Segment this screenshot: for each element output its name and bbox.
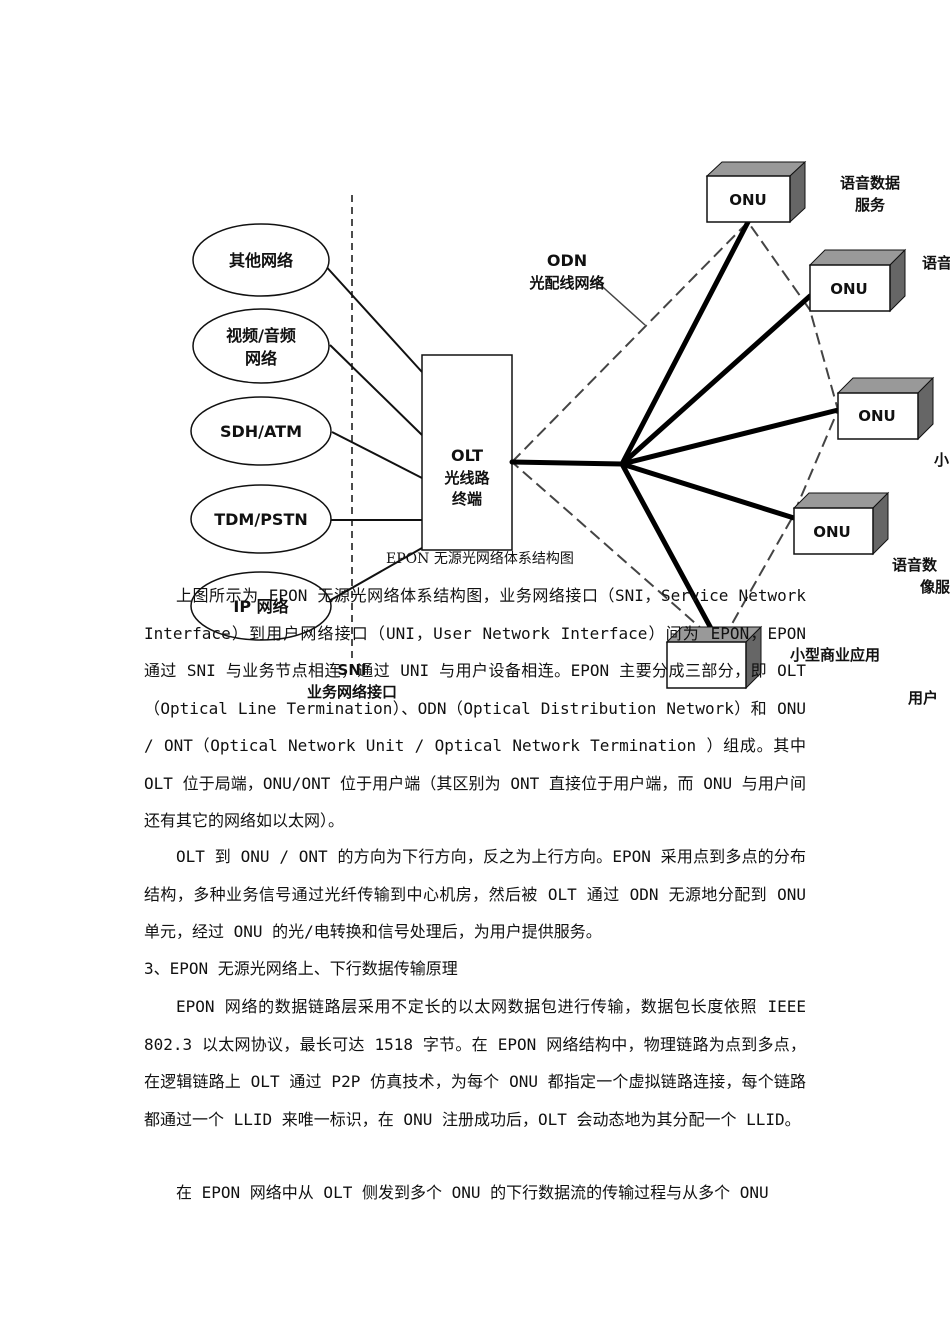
olt-label: OLT xyxy=(451,446,483,465)
service-network-interface-label: 业务网络接口 xyxy=(307,683,397,701)
video-audio-node xyxy=(192,308,330,384)
onu-1-label: ONU xyxy=(729,191,767,209)
other-network-node xyxy=(192,223,330,297)
onu-3-label: ONU xyxy=(858,407,896,425)
voice-label: 语音 xyxy=(922,254,950,272)
olt-box xyxy=(421,354,513,551)
voice-data-label: 语音数据 xyxy=(840,174,900,192)
paragraph-3: EPON 网络的数据链路层采用不定长的以太网数据包进行传输，数据包长度依照 IE… xyxy=(144,997,806,1129)
onu-5 xyxy=(665,625,763,690)
paragraph-4: 在 EPON 网络中从 OLT 侧发到多个 ONU 的下行数据流的传输过程与从多… xyxy=(176,1183,769,1202)
network-links xyxy=(321,261,423,606)
paragraph-2: OLT 到 ONU / ONT 的方向为下行方向，反之为上行方向。EPON 采用… xyxy=(144,847,806,941)
video-audio-label-2: 网络 xyxy=(245,349,277,368)
onu-1: ONU xyxy=(705,160,807,224)
ip-network-node xyxy=(190,571,332,641)
olt-label-2: 光线路 xyxy=(443,469,490,487)
image-service-label: 像服 xyxy=(920,578,950,596)
onu-2-label: ONU xyxy=(830,280,868,298)
onu-4-label: ONU xyxy=(813,523,851,541)
sni-label: SNI xyxy=(338,661,367,679)
ip-network-label: IP 网络 xyxy=(233,597,288,616)
voice-image-label: 语音数 xyxy=(892,556,938,574)
odn-label-2: 光配线网络 xyxy=(528,274,604,292)
service-label: 服务 xyxy=(855,196,886,214)
sdh-atm-node xyxy=(190,396,332,466)
video-audio-label: 视频/音频 xyxy=(226,326,296,345)
small-label: 小 xyxy=(934,451,949,469)
fiber-links xyxy=(509,219,841,648)
tdm-pstn-label: TDM/PSTN xyxy=(214,510,308,529)
olt-label-3: 终端 xyxy=(452,490,482,508)
onu-3: ONU xyxy=(836,376,935,441)
epon-architecture-diagram: 其他网络 视频/音频 网络 SDH/ATM TDM/PSTN IP 网络 OLT… xyxy=(190,160,950,707)
onu-2: ONU xyxy=(808,248,907,313)
other-network-label: 其他网络 xyxy=(229,251,293,270)
onu-4: ONU xyxy=(792,491,890,556)
paragraph-1: 上图所示为 EPON 无源光网络体系结构图，业务网络接口（SNI，Service… xyxy=(144,586,806,830)
user-label: 用户 xyxy=(908,689,938,707)
figure-caption: EPON 无源光网络体系结构图 xyxy=(386,551,574,567)
sdh-atm-label: SDH/ATM xyxy=(220,422,302,441)
small-business-label: 小型商业应用 xyxy=(790,646,880,664)
section-heading: 3、EPON 无源光网络上、下行数据传输原理 xyxy=(144,959,458,978)
odn-label: ODN xyxy=(547,251,587,270)
tdm-pstn-node xyxy=(190,484,332,554)
